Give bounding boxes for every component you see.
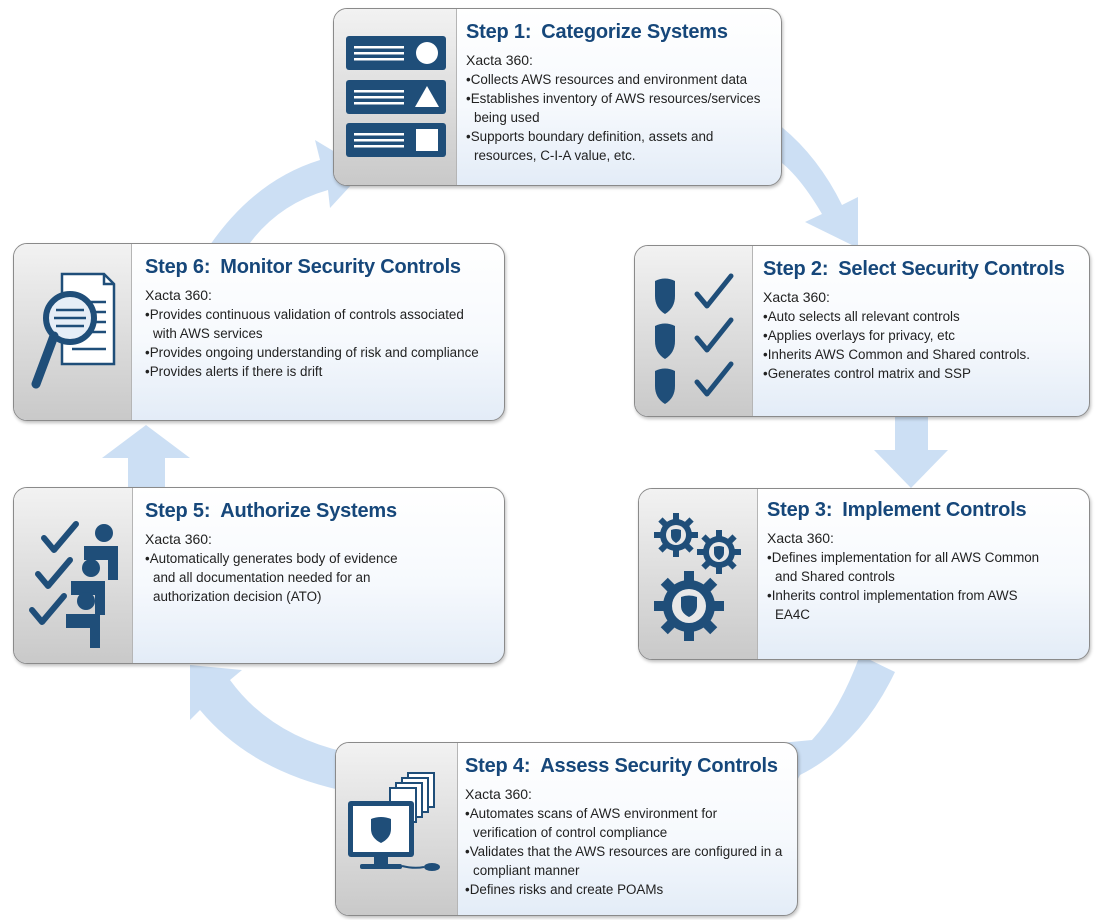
step-6-bullets: Provides continuous validation of contro… <box>145 305 500 381</box>
step-5-title: Step 5:Authorize Systems <box>145 500 397 522</box>
step-1-title: Step 1:Categorize Systems <box>466 21 728 43</box>
step-4-vendor-label: Xacta 360: <box>465 786 532 802</box>
step-3-bullets: Defines implementation for all AWS Commo… <box>767 548 1047 624</box>
arrow-step6-to-step1 <box>210 140 365 250</box>
step-2-card: Step 2:Select Security Controls Xacta 36… <box>634 245 1090 417</box>
step-6-vendor-label: Xacta 360: <box>145 287 212 303</box>
list-item: Establishes inventory of AWS resources/s… <box>466 89 776 127</box>
shield-checkmark-icon <box>655 273 734 404</box>
list-item: Validates that the AWS resources are con… <box>465 842 795 880</box>
step-1-card: Step 1:Categorize Systems Xacta 360: Col… <box>333 8 782 186</box>
arrow-step4-to-step5 <box>190 665 345 790</box>
step-5-icon-panel <box>14 488 133 663</box>
step-4-card: Step 4:Assess Security Controls Xacta 36… <box>335 742 798 916</box>
list-item: Defines risks and create POAMs <box>465 880 795 899</box>
step-1-vendor-label: Xacta 360: <box>466 52 533 68</box>
step-6-title: Step 6:Monitor Security Controls <box>145 256 461 278</box>
list-item: Inherits AWS Common and Shared controls. <box>763 345 1085 364</box>
step-6-card: Step 6:Monitor Security Controls Xacta 3… <box>13 243 505 421</box>
step-4-bullets: Automates scans of AWS environment for v… <box>465 804 795 899</box>
step-3-icon-panel <box>639 489 758 659</box>
list-item: Defines implementation for all AWS Commo… <box>767 548 1047 586</box>
step-1-bullets: Collects AWS resources and environment d… <box>466 70 776 165</box>
step-2-bullets: Auto selects all relevant controls Appli… <box>763 307 1085 383</box>
list-item: Generates control matrix and SSP <box>763 364 1085 383</box>
list-item: Collects AWS resources and environment d… <box>466 70 776 89</box>
document-list-icon <box>346 36 446 157</box>
step-4-icon-panel <box>336 743 458 915</box>
step-2-title: Step 2:Select Security Controls <box>763 258 1065 280</box>
list-item: Provides alerts if there is drift <box>145 362 500 381</box>
arrow-step5-to-step6 <box>102 425 190 490</box>
magnifier-document-icon <box>31 272 116 389</box>
list-item: Automates scans of AWS environment for v… <box>465 804 743 842</box>
step-5-bullets: Automatically generates body of evidence… <box>145 549 410 606</box>
step-4-title: Step 4:Assess Security Controls <box>465 755 778 777</box>
gears-shield-icon <box>654 513 741 641</box>
arrow-step1-to-step2 <box>770 118 858 248</box>
step-5-vendor-label: Xacta 360: <box>145 531 212 547</box>
list-item: Applies overlays for privacy, etc <box>763 326 1085 345</box>
list-item: Inherits control implementation from AWS… <box>767 586 1047 624</box>
list-item: Provides ongoing understanding of risk a… <box>145 343 500 362</box>
list-item: Automatically generates body of evidence… <box>145 549 410 606</box>
list-item: Supports boundary definition, assets and… <box>466 127 776 165</box>
arrow-step2-to-step3 <box>874 410 948 488</box>
list-item: Auto selects all relevant controls <box>763 307 1085 326</box>
step-5-card: Step 5:Authorize Systems Xacta 360: Auto… <box>13 487 505 664</box>
people-checkmark-icon <box>29 521 118 648</box>
step-3-card: Step 3:Implement Controls Xacta 360: Def… <box>638 488 1090 660</box>
list-item: Provides continuous validation of contro… <box>145 305 468 343</box>
step-3-title: Step 3:Implement Controls <box>767 499 1027 521</box>
step-2-icon-panel <box>635 246 753 416</box>
step-2-vendor-label: Xacta 360: <box>763 289 830 305</box>
step-6-icon-panel <box>14 244 132 420</box>
step-3-vendor-label: Xacta 360: <box>767 530 834 546</box>
step-1-icon-panel <box>334 9 457 185</box>
monitor-documents-icon <box>348 772 440 871</box>
